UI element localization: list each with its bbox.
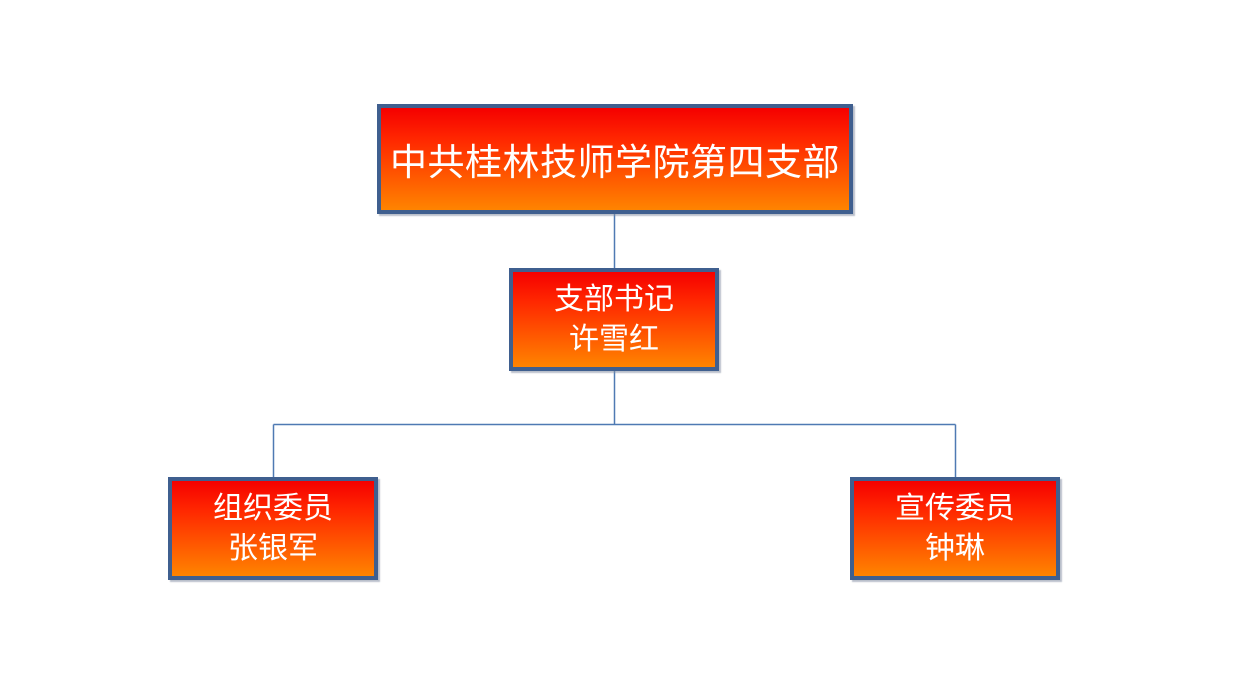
org-node-publicity-title: 宣传委员 xyxy=(895,490,1015,526)
org-node-publicity-committee: 宣传委员 钟琳 xyxy=(850,477,1060,580)
org-node-organization-committee: 组织委员 张银军 xyxy=(168,477,378,580)
org-node-publicity-name: 钟琳 xyxy=(925,530,985,566)
org-node-branch-label: 中共桂林技师学院第四支部 xyxy=(390,141,840,184)
org-node-organization-title: 组织委员 xyxy=(213,490,333,526)
org-node-secretary: 支部书记 许雪红 xyxy=(509,268,719,371)
org-node-branch: 中共桂林技师学院第四支部 xyxy=(377,104,853,214)
org-node-secretary-name: 许雪红 xyxy=(569,321,659,357)
org-node-organization-name: 张银军 xyxy=(228,530,318,566)
org-node-secretary-title: 支部书记 xyxy=(554,281,674,317)
